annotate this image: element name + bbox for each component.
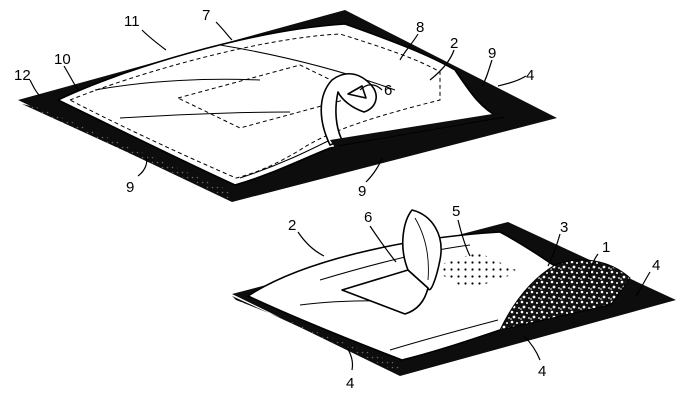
lower-label-curl-inner — [414, 217, 429, 281]
lower-crease-1 — [319, 244, 471, 281]
upper-label-7: 7 — [202, 7, 210, 24]
lower-crease-2 — [389, 319, 499, 351]
upper-package — [18, 10, 557, 202]
lower-label-4-bottom-right: 4 — [538, 363, 546, 380]
lower-label-4-bottom-left: 4 — [346, 375, 354, 392]
upper-crease-4 — [94, 78, 261, 91]
lower-perforation-area — [430, 252, 520, 290]
lower-label-1: 1 — [602, 239, 610, 256]
upper-label-9-bottom: 9 — [358, 183, 366, 200]
upper-label-8: 8 — [416, 19, 424, 36]
upper-crease-1 — [219, 44, 396, 91]
lower-tray-edge-band — [232, 296, 402, 374]
lower-label-5: 5 — [452, 203, 460, 220]
upper-seal-line-inner — [176, 64, 364, 129]
upper-crease-3 — [239, 139, 331, 179]
upper-tray-edge-band — [22, 104, 232, 200]
upper-label-9-top: 9 — [488, 45, 496, 62]
lower-label-4-right: 4 — [652, 257, 660, 274]
upper-label-4: 4 — [526, 67, 534, 84]
upper-label-10: 10 — [54, 51, 71, 68]
upper-leaders — [29, 21, 527, 183]
upper-label-2: 2 — [450, 35, 458, 52]
upper-seal-line-outer — [68, 33, 441, 179]
lower-label-curl — [402, 209, 442, 291]
upper-label-9-left: 9 — [126, 179, 134, 196]
lower-label-6: 6 — [364, 209, 372, 226]
upper-label-12: 12 — [14, 67, 31, 84]
upper-label-6: 6 — [384, 82, 392, 99]
upper-cover-film — [57, 23, 501, 186]
lower-package — [232, 209, 676, 376]
lower-leaders — [297, 219, 651, 371]
lower-food-content — [499, 259, 631, 331]
upper-crease-2 — [119, 111, 291, 119]
lower-label-3: 3 — [560, 219, 568, 236]
lower-label-2: 2 — [288, 217, 296, 234]
upper-rim-line — [337, 116, 506, 147]
upper-label-11: 11 — [124, 13, 140, 30]
